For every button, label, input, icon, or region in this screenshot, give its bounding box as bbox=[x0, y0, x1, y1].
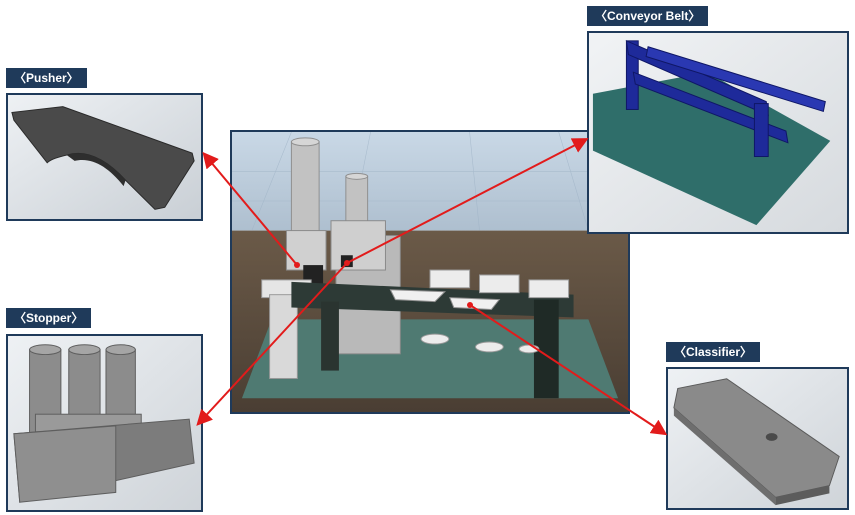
stopper-image bbox=[6, 334, 203, 512]
stopper-label: 〈Stopper〉 bbox=[6, 308, 92, 328]
classifier-image bbox=[666, 367, 849, 510]
pusher-image bbox=[6, 93, 203, 221]
machine-scene-image bbox=[230, 130, 630, 414]
classifier-label: 〈Classifier〉 bbox=[666, 342, 761, 362]
conveyor-belt-label: 〈Conveyor Belt〉 bbox=[587, 6, 709, 26]
pusher-label: 〈Pusher〉 bbox=[6, 68, 87, 88]
conveyor-belt-image bbox=[587, 31, 849, 234]
